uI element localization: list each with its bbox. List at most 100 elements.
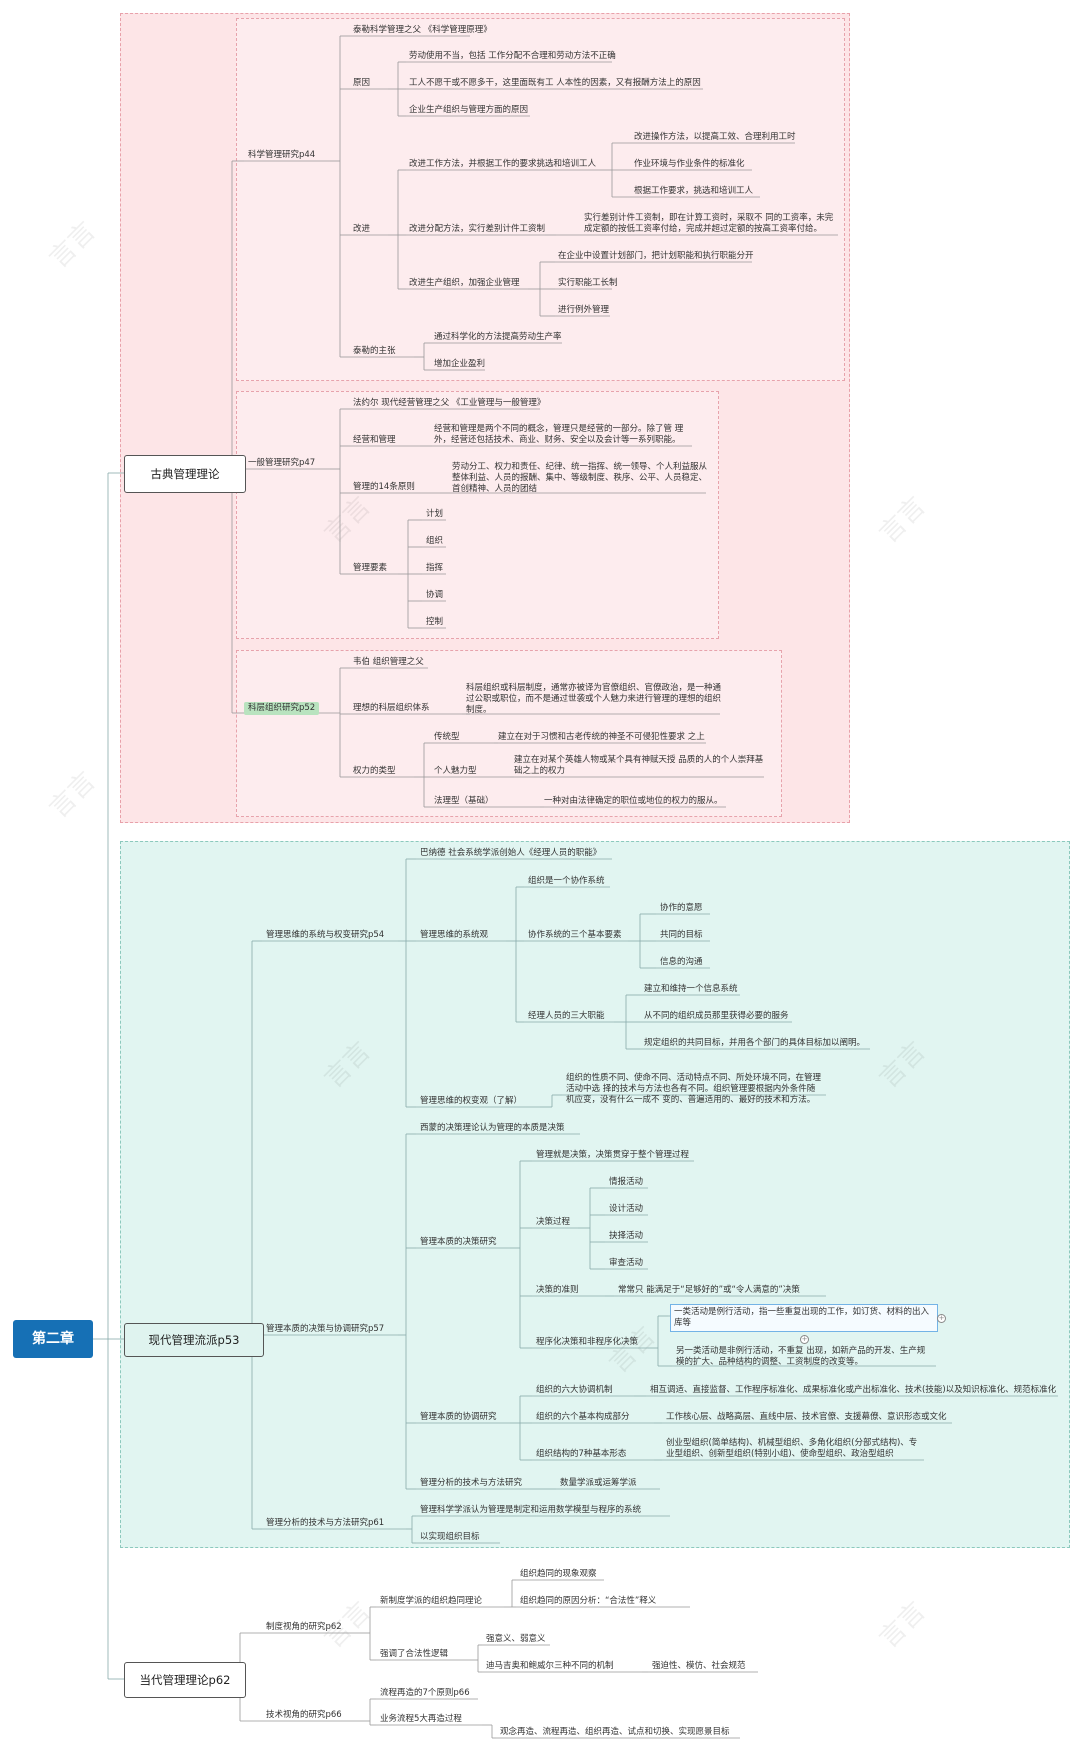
- dec-criterion-label[interactable]: 决策的准则: [536, 1285, 579, 1295]
- sys-three-item[interactable]: 协作的意愿: [660, 903, 703, 913]
- bur-power-type[interactable]: 个人魅力型: [434, 766, 477, 776]
- sys-org-coop[interactable]: 组织是一个协作系统: [528, 876, 605, 886]
- dec-coord-key[interactable]: 组织的六个基本构成部分: [536, 1412, 630, 1422]
- sci-improve-1-item[interactable]: 作业环境与作业条件的标准化: [634, 159, 745, 169]
- sys-three-item[interactable]: 共同的目标: [660, 930, 703, 940]
- sci-claim-label[interactable]: 泰勒的主张: [353, 346, 396, 356]
- inst-dimaggio-val[interactable]: 强迫性、模仿、社会规范: [652, 1661, 746, 1671]
- sci-improve-3[interactable]: 改进生产组织，加强企业管理: [409, 278, 520, 288]
- dec-simon[interactable]: 西蒙的决策理论认为管理的本质是决策: [420, 1123, 565, 1133]
- sci-claim[interactable]: 通过科学化的方法提高劳动生产率: [434, 332, 562, 342]
- sys-barnard[interactable]: 巴纳德 社会系统学派创始人《经理人员的职能》: [420, 848, 602, 858]
- gen-biz-label[interactable]: 经营和管理: [353, 435, 396, 445]
- dec-prog-2[interactable]: 另一类活动是非例行活动，不重复 出现，如新产品的开发、生产规模的扩大、品种结构的…: [676, 1346, 926, 1367]
- dec-prog-1[interactable]: 一类活动是例行活动，指一些重复出现的工作，如订货、材料的出入库等: [670, 1304, 938, 1332]
- sci-claim[interactable]: 增加企业盈利: [434, 359, 486, 369]
- sci-improve-2-detail[interactable]: 实行差别计件工资制，即在计算工资时，采取不 同的工资率，未完成定额的按低工资率付…: [584, 213, 834, 234]
- ana-branch[interactable]: 管理分析的技术与方法研究p61: [266, 1518, 385, 1528]
- sys-three-item[interactable]: 信息的沟通: [660, 957, 703, 967]
- sys-duty[interactable]: 规定组织的共同目标，并用各个部门的具体目标加以阐明。: [644, 1038, 866, 1048]
- gen-element[interactable]: 协调: [426, 590, 444, 600]
- bur-father[interactable]: 韦伯 组织管理之父: [353, 657, 424, 667]
- dec-process-item[interactable]: 审查活动: [609, 1258, 644, 1268]
- sci-reason-label[interactable]: 原因: [353, 78, 371, 88]
- sci-reason-2[interactable]: 工人不愿干或不愿多干，这里面既有工 人本性的因素，又有报酬方法上的原因: [409, 78, 701, 88]
- gen-biz-text[interactable]: 经营和管理是两个不同的概念，管理只是经营的一部分。除了管 理外，经营还包括技术、…: [434, 424, 684, 445]
- collapse-toggle-icon[interactable]: +: [800, 1335, 809, 1344]
- sci-improve-3-item[interactable]: 进行例外管理: [558, 305, 610, 315]
- classical-node[interactable]: 古典管理理论: [124, 455, 246, 493]
- gen-elem-label[interactable]: 管理要素: [353, 563, 388, 573]
- bur-ideal-label[interactable]: 理想的科层组织体系: [353, 703, 430, 713]
- sci-improve-3-item[interactable]: 实行职能工长制: [558, 278, 618, 288]
- dec-branch[interactable]: 管理本质的决策与协调研究p57: [266, 1324, 385, 1334]
- dec-essence-label[interactable]: 管理本质的决策研究: [420, 1237, 497, 1247]
- sci-improve-2[interactable]: 改进分配方法，实行差别计件工资制: [409, 224, 546, 234]
- dec-tech-val[interactable]: 数量学派或运筹学派: [560, 1478, 637, 1488]
- gen-element[interactable]: 计划: [426, 509, 444, 519]
- sys-duty[interactable]: 建立和维持一个信息系统: [644, 984, 738, 994]
- root-node[interactable]: 第二章: [13, 1320, 93, 1358]
- sys-branch[interactable]: 管理思维的系统与权变研究p54: [266, 930, 385, 940]
- tech-five-val[interactable]: 观念再造、流程再造、组织再造、试点和切换、实现愿景目标: [500, 1727, 730, 1737]
- collapse-toggle-icon[interactable]: +: [937, 1314, 946, 1323]
- sys-system-label[interactable]: 管理思维的系统观: [420, 930, 489, 940]
- sci-reason-3[interactable]: 企业生产组织与管理方面的原因: [409, 105, 529, 115]
- dec-coord-val[interactable]: 工作核心层、战略高层、直线中层、技术官僚、支援幕僚、意识形态或文化: [666, 1412, 947, 1422]
- dec-mgmt-is-dec[interactable]: 管理就是决策，决策贯穿于整个管理过程: [536, 1150, 690, 1160]
- inst-legit-item[interactable]: 强意义、弱意义: [486, 1634, 546, 1644]
- dec-criterion[interactable]: 常常只 能满足于“足够好的”或“令人满意的”决策: [618, 1285, 800, 1295]
- dec-coord-label[interactable]: 管理本质的协调研究: [420, 1412, 497, 1422]
- gen-element[interactable]: 组织: [426, 536, 444, 546]
- gen-element[interactable]: 指挥: [426, 563, 444, 573]
- dec-tech-label[interactable]: 管理分析的技术与方法研究: [420, 1478, 523, 1488]
- sys-three-label[interactable]: 协作系统的三个基本要素: [528, 930, 622, 940]
- bur-ideal-text[interactable]: 科层组织或科层制度，通常亦被译为官僚组织、官僚政治，是一种通过公职或职位，而不是…: [466, 683, 722, 715]
- inst-new-item[interactable]: 组织趋同的原因分析：“合法性”释义: [520, 1596, 657, 1606]
- bur-branch[interactable]: 科层组织研究p52: [244, 702, 320, 715]
- inst-branch[interactable]: 制度视角的研究p62: [266, 1622, 342, 1632]
- tech-reeng[interactable]: 流程再造的7个原则p66: [380, 1688, 470, 1698]
- dec-coord-val[interactable]: 创业型组织(简单结构)、机械型组织、多角化组织(分部式结构)、专业型组织、创新型…: [666, 1438, 918, 1459]
- contemporary-node[interactable]: 当代管理理论p62: [124, 1662, 246, 1698]
- gen-14-text[interactable]: 劳动分工、权力和责任、纪律、统一指挥、统一领导、个人利益服从整体利益、人员的报酬…: [452, 462, 708, 494]
- sys-cont-text[interactable]: 组织的性质不同、使命不同、活动特点不同、所处环境不同，在管理活动中选 择的技术与…: [566, 1073, 822, 1105]
- dec-process-item[interactable]: 情报活动: [609, 1177, 644, 1187]
- inst-legit-label[interactable]: 强调了合法性逻辑: [380, 1649, 449, 1659]
- bur-power-type[interactable]: 法理型（基础）: [434, 796, 494, 806]
- sys-cont-label[interactable]: 管理思维的权变观（了解）: [420, 1096, 523, 1106]
- dec-process-label[interactable]: 决策过程: [536, 1217, 571, 1227]
- bur-power-label[interactable]: 权力的类型: [353, 766, 396, 776]
- sys-duties-label[interactable]: 经理人员的三大职能: [528, 1011, 605, 1021]
- sci-improve-1-item[interactable]: 根据工作要求，挑选和培训工人: [634, 186, 754, 196]
- inst-new-label[interactable]: 新制度学派的组织趋同理论: [380, 1596, 483, 1606]
- sci-improve-1[interactable]: 改进工作方法，并根据工作的要求挑选和培训工人: [409, 159, 597, 169]
- ana-item[interactable]: 以实现组织目标: [420, 1532, 480, 1542]
- bur-power-type[interactable]: 传统型: [434, 732, 460, 742]
- dec-coord-key[interactable]: 组织的六大协调机制: [536, 1385, 613, 1395]
- inst-new-item[interactable]: 组织趋同的现象观察: [520, 1569, 597, 1579]
- gen-father[interactable]: 法约尔 现代经营管理之父 《工业管理与一般管理》: [353, 398, 546, 408]
- dec-coord-key[interactable]: 组织结构的7种基本形态: [536, 1449, 627, 1459]
- dec-prog-label[interactable]: 程序化决策和非程序化决策: [536, 1337, 639, 1347]
- modern-node[interactable]: 现代管理流派p53: [124, 1323, 264, 1357]
- gen-14-label[interactable]: 管理的14条原则: [353, 482, 415, 492]
- sys-duty[interactable]: 从不同的组织成员那里获得必要的服务: [644, 1011, 789, 1021]
- sci-branch[interactable]: 科学管理研究p44: [248, 150, 316, 160]
- tech-five-label[interactable]: 业务流程5大再造过程: [380, 1714, 462, 1724]
- ana-item[interactable]: 管理科学学派认为管理是制定和运用数学模型与程序的系统: [420, 1505, 642, 1515]
- gen-element[interactable]: 控制: [426, 617, 444, 627]
- sci-reason-1[interactable]: 劳动使用不当，包括 工作分配不合理和劳动方法不正确: [409, 51, 616, 61]
- dec-process-item[interactable]: 抉择活动: [609, 1231, 644, 1241]
- bur-power-desc[interactable]: 建立在对某个英雄人物或某个具有神赋天授 品质的人的个人崇拜基础之上的权力: [514, 755, 764, 776]
- dec-process-item[interactable]: 设计活动: [609, 1204, 644, 1214]
- sci-improve-1-item[interactable]: 改进操作方法，以提高工效、合理利用工时: [634, 132, 796, 142]
- bur-power-desc[interactable]: 建立在对于习惯和古老传统的神圣不可侵犯性要求 之上: [498, 732, 705, 742]
- sci-improve-label[interactable]: 改进: [353, 224, 371, 234]
- sci-improve-3-item[interactable]: 在企业中设置计划部门，把计划职能和执行职能分开: [558, 251, 754, 261]
- gen-branch[interactable]: 一般管理研究p47: [248, 458, 316, 468]
- sci-father[interactable]: 泰勒科学管理之父 《科学管理原理》: [353, 25, 492, 35]
- inst-dimaggio-label[interactable]: 迪马吉奥和鲍威尔三种不同的机制: [486, 1661, 614, 1671]
- dec-coord-val[interactable]: 相互调适、直接监督、工作程序标准化、成果标准化或产出标准化、技术(技能)以及知识…: [650, 1385, 1057, 1395]
- tech-branch[interactable]: 技术视角的研究p66: [266, 1710, 342, 1720]
